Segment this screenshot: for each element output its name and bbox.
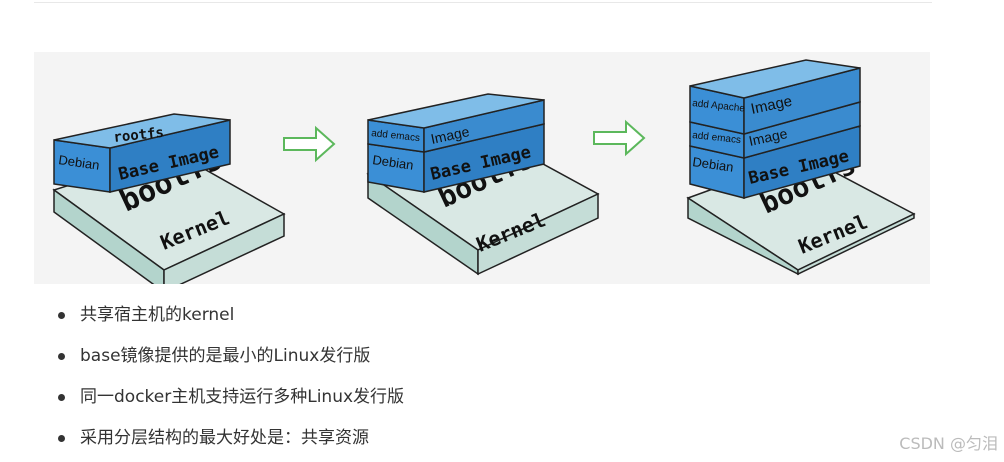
- bullet-dot-icon: [58, 394, 65, 401]
- stack2-emacs-label: add emacs: [371, 128, 421, 144]
- bullet-dot-icon: [58, 312, 65, 319]
- stack2-debian-label: Debian: [372, 152, 415, 173]
- list-item-text: 同一docker主机支持运行多种Linux发行版: [80, 387, 405, 407]
- stack3-debian-label: Debian: [692, 154, 735, 175]
- stack3-emacs-image-label: Image: [747, 125, 789, 149]
- list-item-text: 共享宿主机的kernel: [80, 305, 235, 325]
- list-item-text: base镜像提供的是最小的Linux发行版: [80, 346, 371, 366]
- list-item: 同一docker主机支持运行多种Linux发行版: [50, 380, 404, 421]
- list-item-text: 采用分层结构的最大好处是：共享资源: [80, 428, 369, 448]
- list-item: 共享宿主机的kernel: [50, 298, 404, 339]
- feature-list: 共享宿主机的kernel base镜像提供的是最小的Linux发行版 同一doc…: [50, 298, 404, 462]
- layer-diagram: .lbl { font-family: "DejaVu Sans Mono", …: [52, 59, 916, 284]
- stack-3: Kernel bootfs Debian Base Image add emac…: [686, 59, 916, 276]
- stack3-emacs-label: add emacs: [692, 130, 742, 146]
- top-divider: [34, 2, 932, 3]
- stack1-rootfs-label: rootfs: [113, 125, 165, 146]
- stack1-debian-label: Debian: [58, 152, 101, 173]
- stack-2: Kernel bootfs Debian Base Image add emac…: [366, 93, 600, 276]
- bullet-dot-icon: [58, 435, 65, 442]
- bullet-dot-icon: [58, 353, 65, 360]
- list-item: base镜像提供的是最小的Linux发行版: [50, 339, 404, 380]
- layer-diagram-figure: .lbl { font-family: "DejaVu Sans Mono", …: [34, 52, 930, 284]
- arrow-2-icon: [593, 119, 646, 157]
- watermark: CSDN @匀泪: [899, 434, 998, 453]
- list-item: 采用分层结构的最大好处是：共享资源: [50, 421, 404, 462]
- stack2-emacs-image-label: Image: [429, 123, 471, 147]
- stack-1: Kernel bootfs Debian Base Image rootfs: [52, 113, 286, 284]
- arrow-1-icon: [283, 125, 336, 163]
